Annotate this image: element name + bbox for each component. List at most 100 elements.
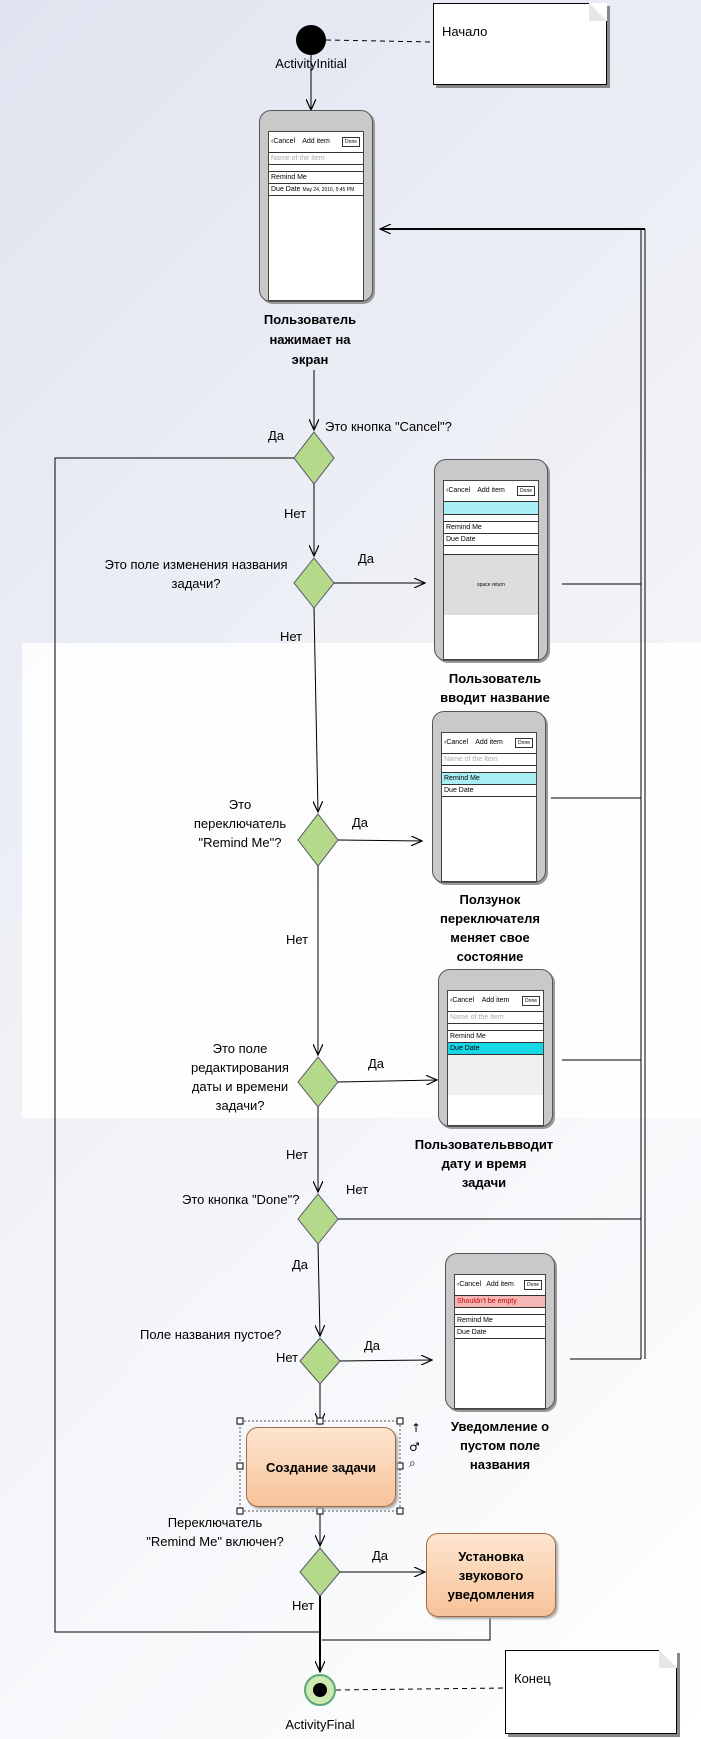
caption-line: Ползунок xyxy=(459,892,521,907)
caption-screen4: Пользовательвводит дату и время задачи xyxy=(404,1135,564,1192)
caption-line: Пользователь xyxy=(448,671,542,686)
edge-d5-yes xyxy=(318,1243,320,1336)
nav-bar: ‹Cancel Add item Done xyxy=(448,991,543,1012)
name-field[interactable]: Name of the Item xyxy=(448,1012,543,1024)
decision-remind-on[interactable] xyxy=(299,1547,341,1597)
note-start[interactable]: Начало xyxy=(433,3,607,85)
edge-label-yes: Да xyxy=(368,1056,385,1071)
space-key[interactable]: space xyxy=(477,582,491,588)
handle[interactable] xyxy=(396,1417,404,1425)
label-line: Переключатель xyxy=(167,1515,263,1530)
decision-label-name: Это поле изменения названия задачи? xyxy=(90,555,302,593)
caption-line: названия xyxy=(469,1457,531,1472)
handle[interactable] xyxy=(316,1417,324,1425)
note-fold-icon xyxy=(589,3,607,21)
label-line: редактирования xyxy=(191,1060,289,1075)
cancel-button[interactable]: ‹Cancel xyxy=(446,487,471,494)
remind-row[interactable]: Remind Me xyxy=(444,522,538,534)
done-button[interactable]: Done xyxy=(524,1280,542,1290)
nav-title: Add item xyxy=(481,997,510,1004)
cancel-button[interactable]: ‹Cancel xyxy=(450,997,475,1004)
search-icon[interactable]: ⌕ xyxy=(409,1456,416,1470)
spacer xyxy=(442,766,536,773)
done-button[interactable]: Done xyxy=(517,486,535,496)
return-key[interactable]: return xyxy=(491,582,505,588)
remind-row[interactable]: Remind Me xyxy=(455,1315,545,1327)
date-picker[interactable] xyxy=(448,1055,543,1095)
name-field-active[interactable] xyxy=(444,502,538,515)
done-button[interactable]: Done xyxy=(522,996,540,1006)
action-line: уведомления xyxy=(447,1586,535,1602)
arrow-up-icon[interactable]: ↑ xyxy=(411,1421,421,1435)
initial-node[interactable] xyxy=(296,25,326,55)
due-row-active[interactable]: Due Date xyxy=(448,1043,543,1055)
handle[interactable] xyxy=(236,1417,244,1425)
remind-row[interactable]: Remind Me xyxy=(448,1031,543,1043)
handle[interactable] xyxy=(236,1507,244,1515)
note-end[interactable]: Конец xyxy=(505,1650,677,1734)
handle[interactable] xyxy=(396,1507,404,1515)
label-line: задачи? xyxy=(215,1098,265,1113)
nav-bar: ‹Cancel Add item Done xyxy=(455,1275,545,1296)
decision-label-empty: Поле названия пустое? xyxy=(140,1327,282,1342)
initial-label: ActivityInitial xyxy=(275,56,347,71)
decision-cancel[interactable] xyxy=(293,431,335,485)
decision-empty-name[interactable] xyxy=(299,1337,341,1385)
action-set-sound[interactable]: Установка звукового уведомления xyxy=(426,1533,556,1617)
decision-label-done: Это кнопка "Done"? xyxy=(182,1192,300,1207)
label-line: даты и времени xyxy=(191,1079,289,1094)
due-row[interactable]: Due Date May 24, 2016, 5:45 PM xyxy=(269,184,363,196)
cancel-button[interactable]: ‹Cancel xyxy=(444,739,469,746)
action-create-task[interactable]: Создание задачи xyxy=(246,1427,396,1507)
edge-label-no: Нет xyxy=(292,1598,315,1613)
edge-label-yes: Да xyxy=(268,428,285,443)
edge-label-yes: Да xyxy=(358,551,375,566)
handle[interactable] xyxy=(236,1462,244,1470)
keyboard[interactable]: space return xyxy=(444,554,538,615)
remind-row[interactable]: Remind Me xyxy=(269,172,363,184)
region-band xyxy=(22,643,701,1118)
handle[interactable] xyxy=(316,1507,324,1515)
caption-line: нажимает на xyxy=(269,332,351,347)
phone-screen-error[interactable]: ‹Cancel Add item Done Shouldn't be empty R… xyxy=(445,1253,555,1410)
cancel-button[interactable]: ‹Cancel xyxy=(271,138,296,145)
edge-label-no: Нет xyxy=(284,506,307,521)
remind-row-active[interactable]: Remind Me xyxy=(442,773,536,785)
label-line: "Remind Me"? xyxy=(198,835,282,850)
due-row[interactable]: Due Date xyxy=(444,534,538,546)
note-link-end xyxy=(335,1687,506,1691)
edge-cancel-yes xyxy=(54,457,320,1633)
cancel-button[interactable]: ‹Cancel xyxy=(457,1281,482,1288)
decision-label-date: Это поле редактирования даты и времени з… xyxy=(180,1039,300,1115)
caption-line: вводит название xyxy=(440,690,550,705)
nav-title: Add item xyxy=(486,1281,514,1288)
due-row[interactable]: Due Date xyxy=(455,1327,545,1339)
caption-line: меняет свое xyxy=(450,930,530,945)
phone-screen-date[interactable]: ‹Cancel Add item Done Name of the Item Rem… xyxy=(438,969,553,1127)
caption-screen2: Пользователь вводит название xyxy=(415,669,575,707)
nav-title: Add item xyxy=(475,739,503,746)
handle[interactable] xyxy=(396,1462,404,1470)
decision-label-remind-on: Переключатель "Remind Me" включен? xyxy=(130,1513,300,1551)
label-line: задачи? xyxy=(171,576,221,591)
decision-done[interactable] xyxy=(297,1193,339,1245)
edge-label-no: Нет xyxy=(276,1350,299,1365)
spacer xyxy=(444,515,538,522)
phone-screen-switch[interactable]: ‹Cancel Add item Done Name of the Item Rem… xyxy=(432,711,546,883)
done-button[interactable]: Done xyxy=(342,137,360,147)
edge-d3-yes xyxy=(337,840,422,841)
label-line: "Remind Me" включен? xyxy=(146,1534,284,1549)
due-row[interactable]: Due Date xyxy=(442,785,536,797)
action-line: звукового xyxy=(458,1567,524,1583)
done-button[interactable]: Done xyxy=(515,738,533,748)
phone-screen: ‹Cancel Add item Done Name of the Item Rem… xyxy=(441,732,537,882)
link-icon[interactable]: ♂ xyxy=(409,1440,420,1454)
error-field[interactable]: Shouldn't be empty xyxy=(455,1296,545,1308)
edge-label-yes: Да xyxy=(364,1338,381,1353)
name-field[interactable]: Name of the Item xyxy=(269,153,363,165)
name-field[interactable]: Name of the Item xyxy=(442,754,536,766)
